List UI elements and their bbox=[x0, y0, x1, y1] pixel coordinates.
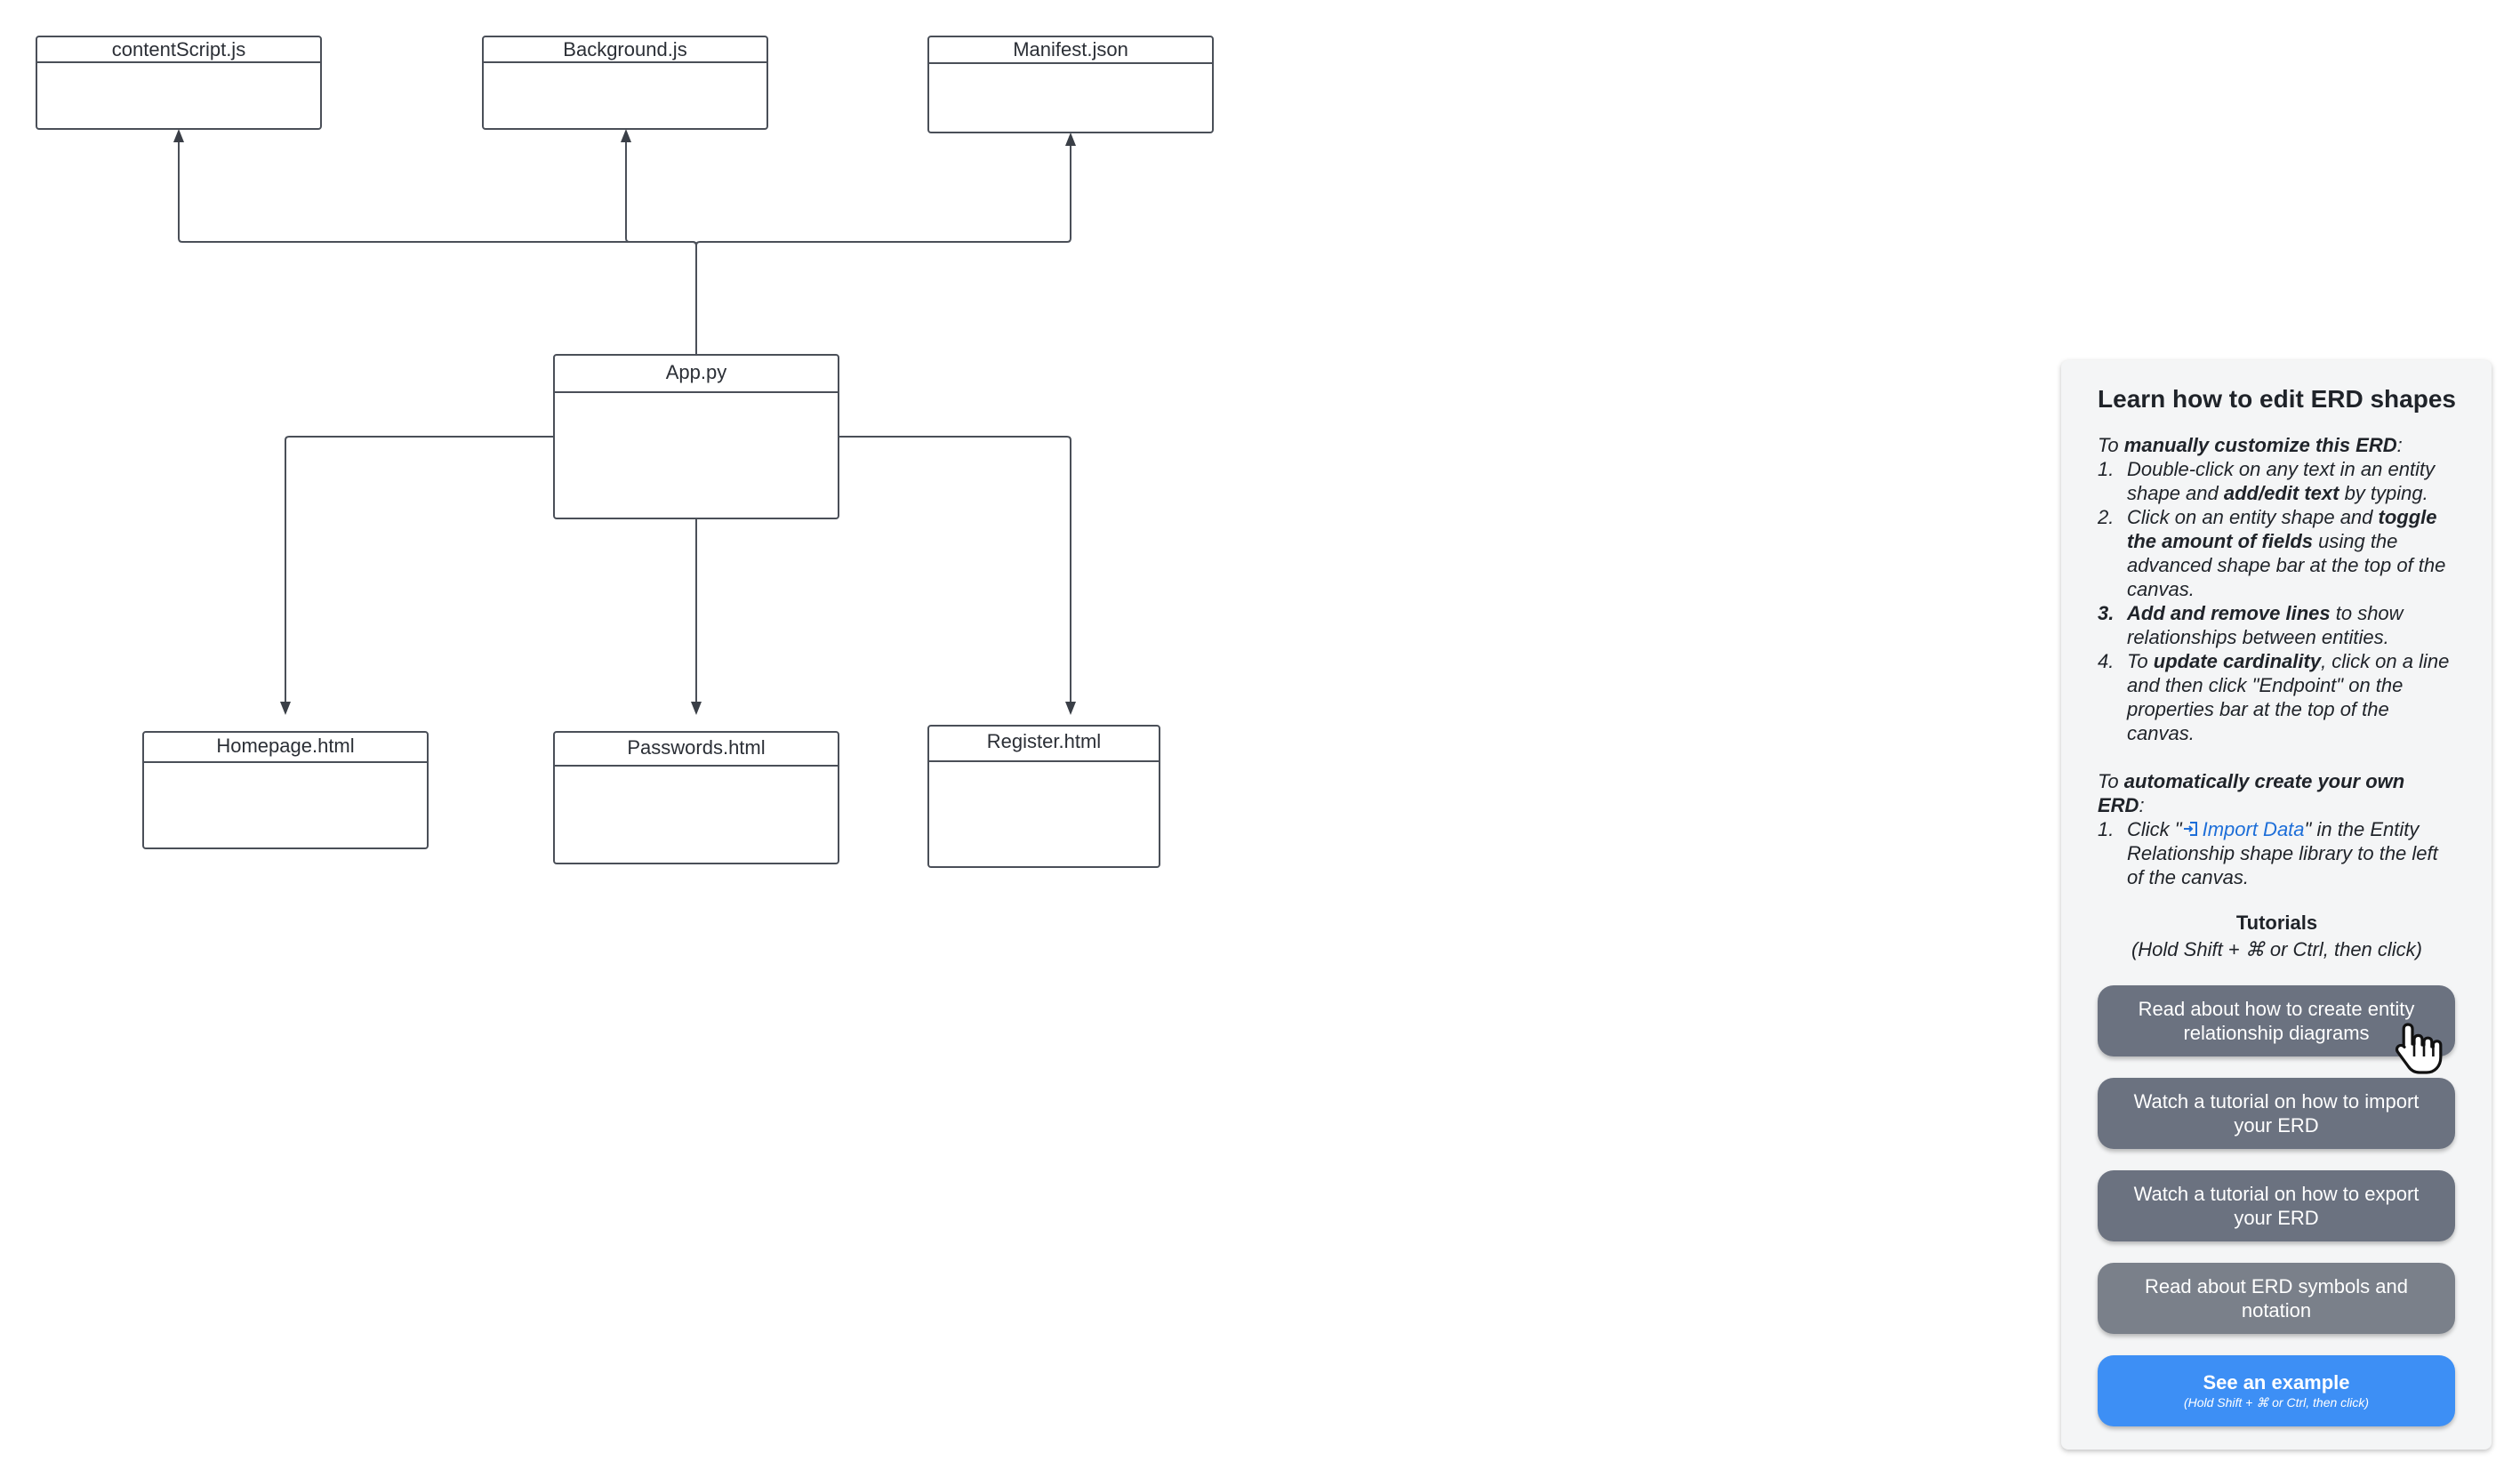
step-text: by typing. bbox=[2339, 482, 2428, 504]
panel-title: Learn how to edit ERD shapes bbox=[2098, 385, 2456, 413]
intro-text: To bbox=[2098, 434, 2124, 456]
manual-step: 3. Add and remove lines to show relations… bbox=[2098, 601, 2456, 649]
arrowhead bbox=[691, 702, 702, 715]
step-number: 3. bbox=[2098, 602, 2115, 624]
hand-cursor-icon bbox=[2395, 1023, 2443, 1074]
entity-title[interactable]: App.py bbox=[555, 356, 838, 393]
step-text: " in the Entity Relationship shape libra… bbox=[2127, 818, 2438, 888]
line-app-to-register[interactable] bbox=[839, 436, 1071, 703]
entity-title[interactable]: contentScript.js bbox=[37, 37, 320, 63]
erd-canvas[interactable]: contentScript.js Background.js Manifest.… bbox=[0, 0, 1245, 889]
arrowhead bbox=[621, 129, 631, 142]
manual-step: 1. Double-click on any text in an entity … bbox=[2098, 457, 2456, 505]
step-number: 1. bbox=[2098, 818, 2115, 840]
line-app-to-homepage[interactable] bbox=[285, 436, 553, 703]
entity-homepage[interactable]: Homepage.html bbox=[142, 731, 429, 849]
import-data-link[interactable]: Import Data bbox=[2182, 818, 2305, 840]
arrowhead bbox=[173, 129, 184, 142]
manual-intro: To manually customize this ERD: bbox=[2098, 433, 2456, 457]
import-data-label[interactable]: Import Data bbox=[2202, 818, 2305, 840]
step-text: Click " bbox=[2127, 818, 2182, 840]
step-text: to show relationships between entities. bbox=[2127, 602, 2404, 648]
button-label: Watch a tutorial on how to export your E… bbox=[2133, 1183, 2420, 1229]
entity-background[interactable]: Background.js bbox=[482, 36, 768, 130]
manual-steps: 1. Double-click on any text in an entity … bbox=[2098, 457, 2456, 745]
step-text: , click on a line and then click "Endpoi… bbox=[2127, 650, 2450, 744]
export-erd-tutorial-button[interactable]: Watch a tutorial on how to export your E… bbox=[2098, 1170, 2455, 1241]
connector-lines bbox=[173, 129, 1076, 715]
tutorials-hint: (Hold Shift + ⌘ or Ctrl, then click) bbox=[2131, 938, 2423, 960]
button-label: Read about how to create entity relation… bbox=[2138, 998, 2415, 1044]
erd-help-panel: Learn how to edit ERD shapes To manually… bbox=[2061, 360, 2492, 1450]
step-text: To bbox=[2127, 650, 2154, 672]
entity-title[interactable]: Background.js bbox=[484, 37, 766, 63]
step-number: 2. bbox=[2098, 506, 2115, 528]
import-data-icon bbox=[2183, 822, 2197, 836]
manual-step: 4. To update cardinality, click on a line… bbox=[2098, 649, 2456, 745]
entity-title[interactable]: Homepage.html bbox=[144, 733, 427, 763]
spacer bbox=[2098, 745, 2456, 769]
line-app-to-contentscript[interactable] bbox=[178, 142, 697, 354]
tutorials-title: Tutorials bbox=[2235, 912, 2318, 934]
arrowhead bbox=[1065, 702, 1076, 715]
step-number: 1. bbox=[2098, 458, 2115, 480]
manual-step: 2. Click on an entity shape and toggle th… bbox=[2098, 505, 2456, 601]
create-erd-article-button[interactable]: Read about how to create entity relation… bbox=[2098, 985, 2455, 1056]
intro-text: : bbox=[2139, 794, 2145, 816]
auto-intro: To automatically create your own ERD: bbox=[2098, 769, 2456, 817]
line-app-to-background[interactable] bbox=[625, 142, 697, 354]
step-text: Double-click on any text in an entity sh… bbox=[2127, 458, 2436, 504]
auto-steps: 1. Click " Import Data" in the Entity Rela… bbox=[2098, 817, 2456, 889]
entity-title[interactable]: Manifest.json bbox=[929, 37, 1212, 64]
step-number: 4. bbox=[2098, 650, 2115, 672]
step-bold: update cardinality bbox=[2153, 650, 2322, 672]
auto-step: 1. Click " Import Data" in the Entity Rela… bbox=[2098, 817, 2456, 889]
see-example-hint: (Hold Shift + ⌘ or Ctrl, then click) bbox=[2183, 1395, 2370, 1410]
import-erd-tutorial-button[interactable]: Watch a tutorial on how to import your E… bbox=[2098, 1078, 2455, 1149]
entity-register[interactable]: Register.html bbox=[927, 725, 1160, 868]
entity-app[interactable]: App.py bbox=[553, 354, 839, 519]
erd-symbols-article-button[interactable]: Read about ERD symbols and notation bbox=[2098, 1263, 2455, 1334]
see-example-button[interactable]: See an example (Hold Shift + ⌘ or Ctrl, … bbox=[2098, 1355, 2455, 1426]
intro-bold: automatically create your own ERD bbox=[2098, 770, 2405, 816]
step-text: Click on an entity shape and bbox=[2127, 506, 2379, 528]
intro-text: To bbox=[2098, 770, 2124, 792]
see-example-label: See an example bbox=[2203, 1371, 2350, 1394]
step-text: using the advanced shape bar at the top … bbox=[2127, 530, 2446, 600]
entity-title[interactable]: Passwords.html bbox=[555, 733, 838, 767]
step-bold: toggle the amount of fields bbox=[2127, 506, 2437, 552]
line-app-to-manifest[interactable] bbox=[695, 146, 1071, 354]
step-bold: Add and remove lines bbox=[2127, 602, 2331, 624]
intro-text: : bbox=[2396, 434, 2403, 456]
arrowhead bbox=[280, 702, 291, 715]
intro-bold: manually customize this ERD bbox=[2123, 434, 2397, 456]
step-bold: add/edit text bbox=[2223, 482, 2339, 504]
button-label: Read about ERD symbols and notation bbox=[2145, 1275, 2408, 1321]
entity-passwords[interactable]: Passwords.html bbox=[553, 731, 839, 864]
entity-contentscript[interactable]: contentScript.js bbox=[36, 36, 322, 130]
button-label: Watch a tutorial on how to import your E… bbox=[2133, 1090, 2420, 1137]
entity-manifest[interactable]: Manifest.json bbox=[927, 36, 1214, 133]
entity-title[interactable]: Register.html bbox=[929, 727, 1159, 762]
arrowhead bbox=[1065, 133, 1076, 146]
